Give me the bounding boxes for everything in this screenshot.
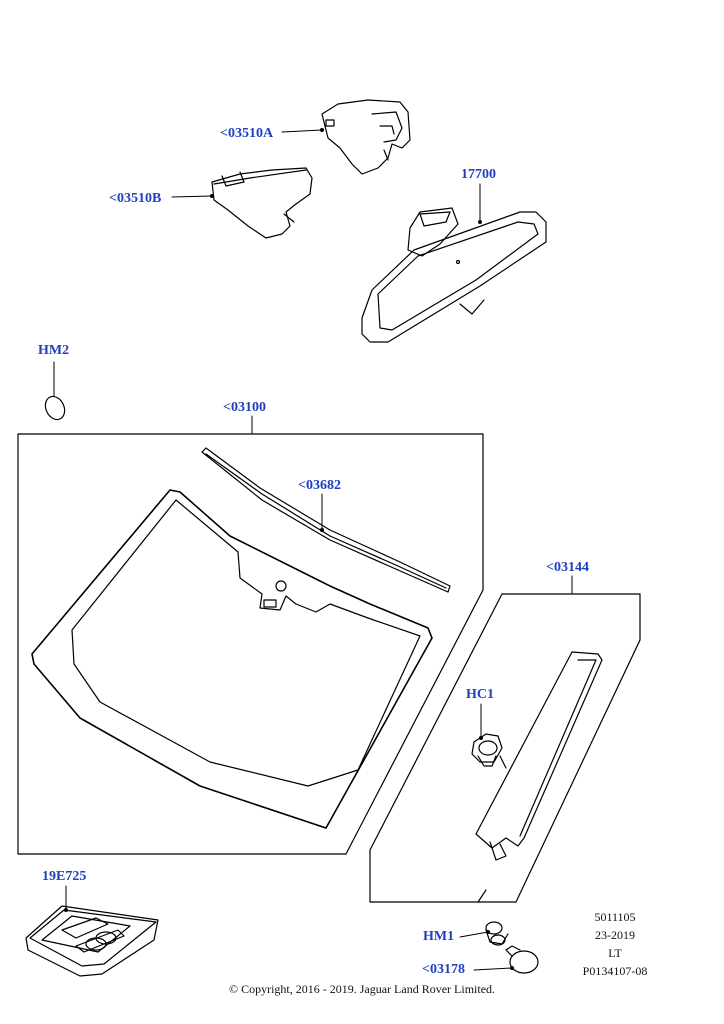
trim-group-frame [369,593,641,903]
callout-hm2[interactable]: HM2 [38,343,70,358]
cap-03178 [505,945,539,974]
info-line-1: 5011105 [594,910,636,924]
callout-03178[interactable]: <03178 [422,962,465,977]
copyright-notice: © Copyright, 2016 - 2019. Jaguar Land Ro… [228,982,496,996]
info-line-4: P0134107-08 [582,964,648,978]
hm1-clip [485,921,509,946]
info-line-2: 23-2019 [595,928,635,942]
callout-hm1[interactable]: HM1 [423,929,455,944]
callout-03510b[interactable]: <03510B [109,191,162,206]
windscreen-glass [31,489,433,829]
windscreen-group-frame [17,433,484,855]
hm2-part [44,395,66,421]
callout-17700[interactable]: 17700 [461,167,496,182]
adhesive-kit [25,905,159,977]
mirror-cover-a [321,99,411,175]
info-line-3: LT [608,946,622,960]
windscreen-moulding [201,447,451,593]
callout-03682[interactable]: <03682 [298,478,341,493]
callout-hc1[interactable]: HC1 [466,687,494,702]
callout-03100[interactable]: <03100 [223,400,266,415]
callout-19e725[interactable]: 19E725 [42,869,87,884]
leader-lines [53,129,573,971]
hc1-clip [471,733,507,769]
pillar-trim [475,651,603,903]
callout-03144[interactable]: <03144 [546,560,589,575]
mirror-cover-b [211,167,313,239]
callout-03510a[interactable]: <03510A [220,126,274,141]
info-block: 5011105 23-2019 LT P0134107-08 [570,908,660,980]
rear-view-mirror [361,207,547,343]
